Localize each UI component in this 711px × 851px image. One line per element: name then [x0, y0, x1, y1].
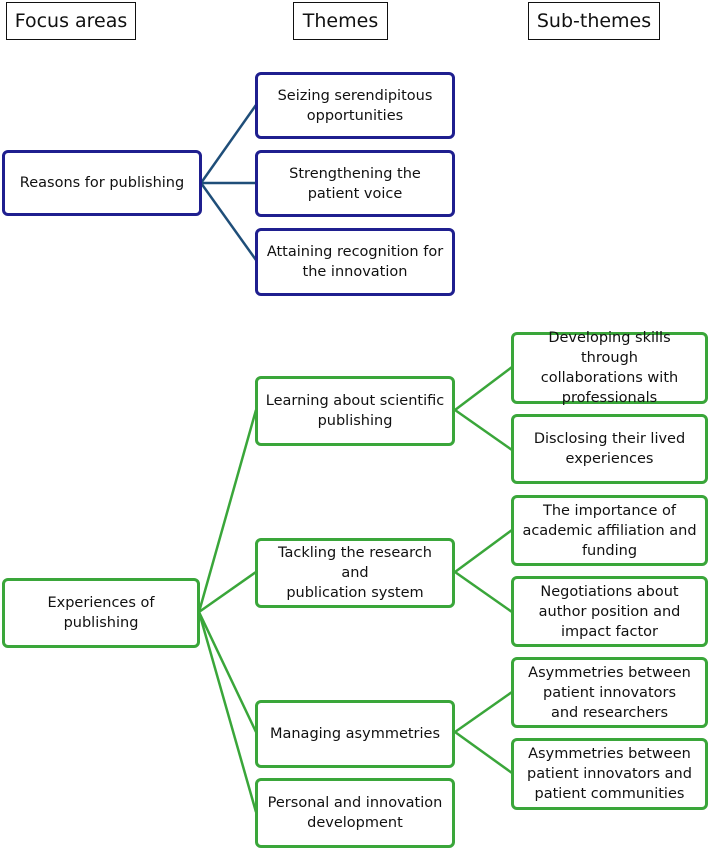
header-focus-areas-label: Focus areas: [14, 10, 128, 32]
subtheme-author-position-impact-factor: Negotiations about author position and i…: [511, 576, 708, 647]
header-focus-areas: Focus areas: [6, 2, 136, 40]
subtheme-label: Asymmetries between patient innovators a…: [528, 664, 691, 721]
subtheme-asymmetries-communities: Asymmetries between patient innovators a…: [511, 738, 708, 810]
theme-label: Personal and innovation development: [267, 795, 443, 831]
theme-learning-about-scientific-publishing: Learning about scientific publishing: [255, 376, 455, 446]
theme-strengthening-patient-voice: Strengthening the patient voice: [255, 150, 455, 217]
header-sub-themes-label: Sub-themes: [536, 10, 652, 32]
subtheme-label: Asymmetries between patient innovators a…: [527, 746, 692, 802]
subtheme-label: The importance of academic affiliation a…: [522, 502, 697, 559]
connector-experiences-to-tackling: [198, 570, 257, 614]
connector-experiences-to-asymmetries: [197, 611, 258, 733]
connector-reasons-to-serendipitous: [199, 104, 258, 184]
theme-label: Attaining recognition for the innovation: [266, 244, 444, 280]
header-themes: Themes: [293, 2, 388, 40]
theme-label: Strengthening the patient voice: [289, 165, 421, 202]
focus-reasons-for-publishing: Reasons for publishing: [2, 150, 202, 216]
theme-label: Managing asymmetries: [269, 726, 441, 742]
theme-label: Learning about scientific publishing: [265, 393, 445, 429]
header-themes-label: Themes: [302, 10, 379, 32]
theme-tackling-research-publication-system: Tackling the research and publication sy…: [255, 538, 455, 608]
theme-personal-innovation-development: Personal and innovation development: [255, 778, 455, 848]
theme-label: Seizing serendipitous opportunities: [277, 87, 433, 124]
connector-asymmetries-to-communities: [454, 730, 513, 775]
focus-experiences-of-publishing: Experiences of publishing: [2, 578, 200, 648]
subtheme-label: Developing skills through collaborations…: [540, 330, 679, 406]
theme-seizing-serendipitous-opportunities: Seizing serendipitous opportunities: [255, 72, 455, 139]
subtheme-academic-affiliation-funding: The importance of academic affiliation a…: [511, 495, 708, 566]
subtheme-disclosing-lived-experiences: Disclosing their lived experiences: [511, 414, 708, 484]
theme-managing-asymmetries: Managing asymmetries: [255, 700, 455, 768]
subtheme-label: Disclosing their lived experiences: [533, 431, 686, 467]
subtheme-label: Negotiations about author position and i…: [538, 583, 681, 640]
connector-learning-to-skills: [454, 366, 513, 411]
connector-asymmetries-to-researchers: [454, 690, 513, 734]
connector-experiences-to-personal: [197, 611, 258, 813]
connector-reasons-to-recognition: [199, 182, 258, 261]
subtheme-asymmetries-researchers: Asymmetries between patient innovators a…: [511, 657, 708, 728]
theme-label: Tackling the research and publication sy…: [278, 545, 432, 601]
header-sub-themes: Sub-themes: [528, 2, 660, 40]
connector-tackling-to-affiliation: [454, 528, 513, 574]
connector-experiences-to-learning: [197, 409, 258, 613]
theme-attaining-recognition: Attaining recognition for the innovation: [255, 228, 455, 296]
focus-experiences-label: Experiences of publishing: [47, 595, 155, 631]
connector-tackling-to-negotiations: [454, 570, 513, 614]
focus-reasons-label: Reasons for publishing: [19, 175, 185, 191]
connector-learning-to-lived: [454, 408, 513, 452]
subtheme-developing-skills: Developing skills through collaborations…: [511, 330, 708, 406]
